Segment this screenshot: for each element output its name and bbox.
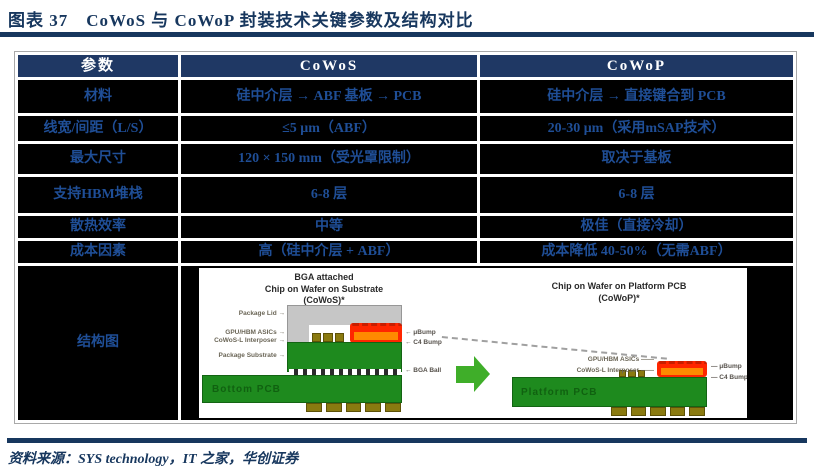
cowop-gpu-hbm-chip xyxy=(657,361,707,377)
cowos-label-package-lid: Package Lid → xyxy=(238,310,285,317)
structure-diagram-cell: BGA attached Chip on Wafer on Substrate … xyxy=(181,266,793,420)
header-param: 参数 xyxy=(18,55,178,77)
cowos-label-ubump: ← μBump xyxy=(405,329,436,336)
row-maxsize-cowos: 120 × 150 mm（受光罩限制） xyxy=(181,144,477,174)
row-thermal-cowos: 中等 xyxy=(181,216,477,238)
cowos-title-line2: Chip on Wafer on Substrate xyxy=(264,283,384,294)
row-hbm-cowos: 6-8 层 xyxy=(181,177,477,213)
cowos-label-gpu: GPU/HBM ASICs → xyxy=(225,329,285,336)
cowos-label-interposer: CoWoS-L Interposer → xyxy=(214,337,285,344)
figure-title: 图表 37 CoWoS 与 CoWoP 封装技术关键参数及结构对比 xyxy=(8,11,474,30)
cowop-board-label: Platform PCB xyxy=(521,387,598,398)
cowop-label-c4bump: — C4 Bump xyxy=(711,374,747,381)
row-hbm-cowop: 6-8 层 xyxy=(480,177,793,213)
cowos-package-substrate xyxy=(287,342,402,372)
comparison-table: 参数 CoWoS CoWoP 材料 硅中介层 → ABF 基板 → PCB 硅中… xyxy=(14,51,797,424)
cowos-label-bgaball: ← BGA Ball xyxy=(405,367,442,374)
cowop-bottom-pads xyxy=(611,407,705,416)
cowop-label-ubump: — μBump xyxy=(711,363,742,370)
cowop-label-interposer: CoWoS-L Interposer —— xyxy=(576,367,654,374)
row-thermal-param: 散热效率 xyxy=(18,216,178,238)
row-thermal-cowop: 极佳（直接冷却） xyxy=(480,216,793,238)
row-maxsize-param: 最大尺寸 xyxy=(18,144,178,174)
cowos-board-label: Bottom PCB xyxy=(212,384,281,395)
row-linewidth-cowop: 20-30 μm（采用mSAP技术） xyxy=(480,116,793,141)
cowos-title-line1: BGA attached xyxy=(294,272,354,282)
transition-arrow-body xyxy=(456,366,474,383)
footer-rule xyxy=(7,438,807,443)
title-underline-rule xyxy=(0,32,814,37)
row-cost-param: 成本因素 xyxy=(18,241,178,263)
cowos-diagram-title: BGA attached Chip on Wafer on Substrate … xyxy=(229,272,419,307)
cowop-interposer-dies xyxy=(619,370,645,377)
row-cost-cowop: 成本降低 40-50%（无需ABF） xyxy=(480,241,793,263)
header-cowos: CoWoS xyxy=(181,55,477,77)
structure-diagram-image: BGA attached Chip on Wafer on Substrate … xyxy=(199,268,747,418)
row-material-cowos: 硅中介层 → ABF 基板 → PCB xyxy=(181,80,477,113)
row-structure-param: 结构图 xyxy=(18,266,178,420)
cowos-interposer-dies xyxy=(312,333,344,342)
cowos-bottom-pcb: Bottom PCB xyxy=(202,375,402,403)
row-hbm-param: 支持HBM堆栈 xyxy=(18,177,178,213)
cowos-bottom-pads xyxy=(306,403,401,412)
cowos-gpu-hbm-chip xyxy=(350,323,402,343)
row-material-param: 材料 xyxy=(18,80,178,113)
row-linewidth-param: 线宽/间距（L/S） xyxy=(18,116,178,141)
cowos-label-substrate: Package Substrate → xyxy=(218,352,285,359)
cowos-label-c4bump: ← C4 Bump xyxy=(405,339,442,346)
row-material-cowop: 硅中介层 → 直接键合到 PCB xyxy=(480,80,793,113)
source-line: 资料来源：SYS technology，IT 之家，华创证券 xyxy=(8,452,299,467)
cowop-diagram-title: Chip on Wafer on Platform PCB (CoWoP)* xyxy=(535,281,703,304)
row-linewidth-cowos: ≤5 μm（ABF） xyxy=(181,116,477,141)
cowop-platform-pcb: Platform PCB xyxy=(512,377,707,407)
cowop-title-line1: Chip on Wafer on Platform PCB xyxy=(551,281,687,291)
cowop-label-gpu: GPU/HBM ASICs —— xyxy=(587,356,654,363)
header-cowop: CoWoP xyxy=(480,55,793,77)
row-cost-cowos: 高（硅中介层 + ABF） xyxy=(181,241,477,263)
cowop-title-line2: (CoWoP)* xyxy=(598,292,640,303)
transition-arrow-head xyxy=(474,356,490,392)
cowos-bga-ball-row xyxy=(289,369,401,375)
cowos-title-line3: (CoWoS)* xyxy=(303,295,345,306)
row-maxsize-cowop: 取决于基板 xyxy=(480,144,793,174)
